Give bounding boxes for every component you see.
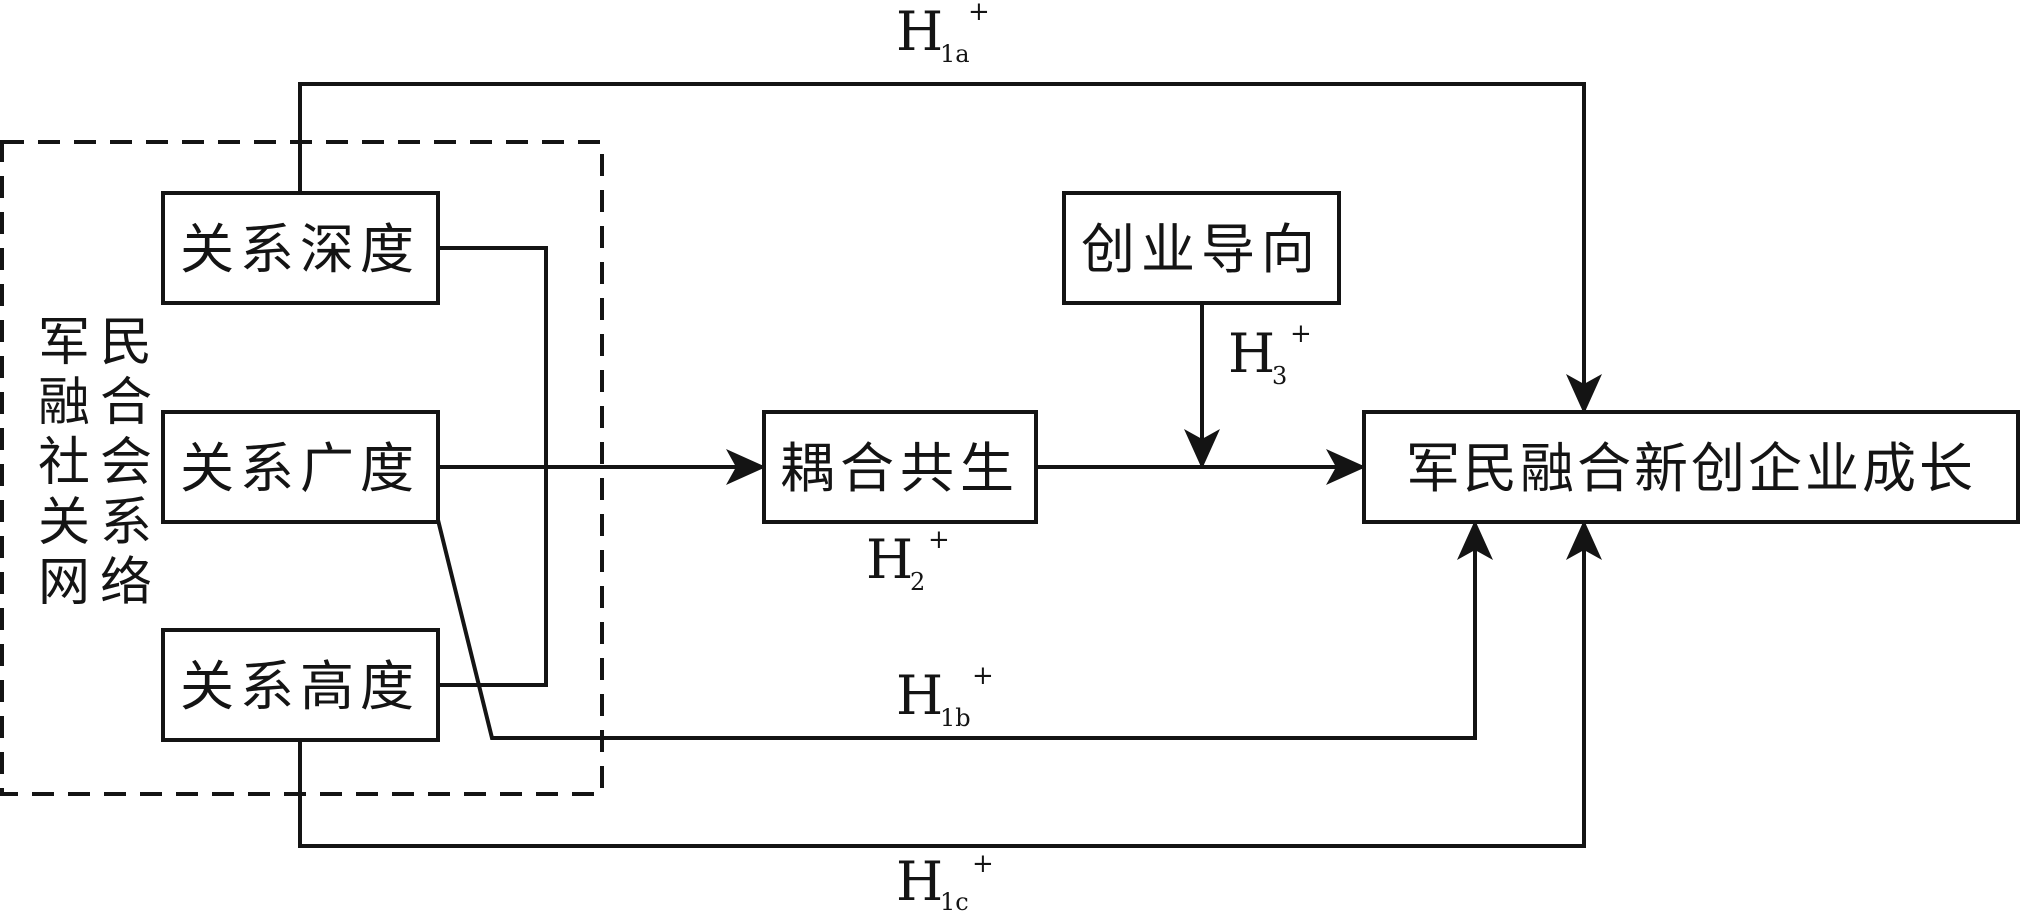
hypothesis-h1c: H 1c +: [896, 849, 994, 914]
node-orientation-label: 创业导向: [1081, 218, 1321, 281]
node-symbiosis-label: 耦合共生: [780, 437, 1020, 500]
h2-main: H: [866, 528, 913, 591]
hypothesis-h3: H 3 +: [1228, 319, 1312, 390]
h1c-sign: +: [972, 849, 994, 879]
h3-sub: 3: [1272, 362, 1287, 390]
group-label-char: 系: [100, 493, 152, 553]
group-label-char: 络: [100, 553, 152, 613]
node-orientation: 创业导向: [1062, 191, 1341, 305]
h2-sign: +: [928, 525, 950, 555]
h1a-sign: +: [968, 0, 990, 27]
path-h1b: [436, 519, 1493, 740]
node-height: 关系高度: [161, 628, 440, 742]
h1b-main: H: [896, 664, 943, 727]
group-label-char: 融: [38, 373, 90, 433]
group-label: 军 民 融 合 社 会 关 系 网 络: [38, 313, 152, 613]
node-depth: 关系深度: [161, 191, 440, 305]
group-label-char: 合: [100, 373, 152, 433]
group-label-char: 军: [38, 313, 90, 373]
group-label-char: 网: [38, 553, 90, 613]
path-h1a: [298, 82, 1602, 414]
h1c-main: H: [896, 850, 943, 913]
group-label-char: 民: [100, 313, 152, 373]
hypothesis-h1b: H 1b +: [896, 661, 994, 732]
h1c-sub: 1c: [940, 888, 969, 914]
h3-sign: +: [1290, 319, 1312, 349]
node-symbiosis: 耦合共生: [762, 410, 1038, 524]
node-growth-label: 军民融合新创企业成长: [1406, 437, 1976, 500]
path-h1c: [298, 520, 1602, 848]
h1a-sub: 1a: [940, 40, 970, 68]
group-label-char: 社: [38, 433, 90, 493]
h1b-sub: 1b: [940, 704, 971, 732]
node-growth: 军民融合新创企业成长: [1362, 410, 2020, 524]
node-depth-label: 关系深度: [180, 218, 420, 281]
h3-main: H: [1228, 322, 1275, 385]
node-height-label: 关系高度: [180, 655, 420, 718]
hypothesis-h1a: H 1a +: [896, 0, 990, 68]
node-breadth: 关系广度: [161, 410, 440, 524]
h1a-main: H: [896, 0, 943, 63]
group-label-char: 关: [38, 493, 90, 553]
h2-sub: 2: [910, 568, 925, 596]
connectors: [298, 82, 1602, 848]
group-label-char: 会: [100, 433, 152, 493]
h1b-sign: +: [972, 661, 994, 691]
node-breadth-label: 关系广度: [180, 437, 420, 500]
hypothesis-h2: H 2 +: [866, 525, 950, 596]
